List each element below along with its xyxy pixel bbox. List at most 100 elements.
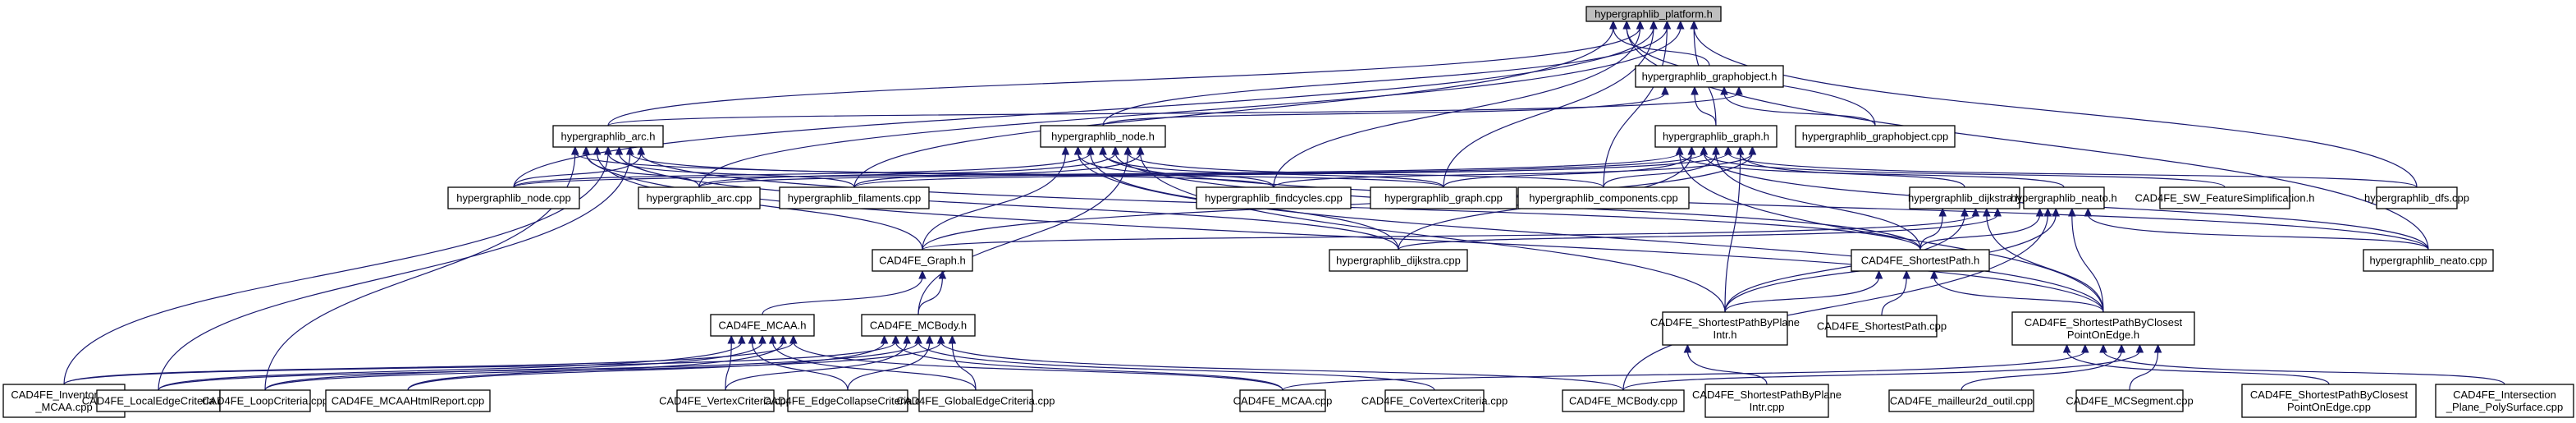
node-box xyxy=(676,389,775,412)
graph-node-components-cpp[interactable]: hypergraphlib_components.cpp xyxy=(1517,186,1690,209)
arrowhead-icon xyxy=(1691,85,1699,95)
dependency-edge xyxy=(2102,350,2505,385)
dependency-edge xyxy=(751,341,849,391)
dependency-edge xyxy=(264,341,942,391)
graph-node-arc-cpp[interactable]: hypergraphlib_arc.cpp xyxy=(638,186,761,209)
arrowhead-icon xyxy=(1690,20,1698,30)
arrowhead-icon xyxy=(1961,207,1969,217)
node-label: hypergraphlib_graphobject.cpp xyxy=(1802,131,1949,143)
node-label: CAD4FE_ShortestPath.cpp xyxy=(1817,320,1947,333)
arrowhead-icon xyxy=(748,334,757,344)
node-box xyxy=(2011,311,2195,346)
graph-node-mailleur-cpp[interactable]: CAD4FE_mailleur2d_outil.cpp xyxy=(1888,389,2034,412)
node-label: CAD4FE_MCAAHtmlReport.cpp xyxy=(332,395,484,407)
dependency-edge xyxy=(2066,350,2330,385)
node-box xyxy=(710,314,815,337)
node-box xyxy=(1239,389,1326,412)
dependency-edge xyxy=(951,341,977,391)
arrowhead-icon xyxy=(2135,343,2144,353)
dependency-edge xyxy=(513,152,642,188)
graph-node-dijkstra-h[interactable]: hypergraphlib_dijkstra.h xyxy=(1908,186,2021,209)
graph-node-shortestpath-h[interactable]: CAD4FE_ShortestPath.h xyxy=(1851,249,1990,272)
node-label: hypergraphlib_node.h xyxy=(1051,131,1155,143)
dependency-edge xyxy=(1078,152,2104,313)
graph-node-mcsegment-cpp[interactable]: CAD4FE_MCSegment.cpp xyxy=(2066,389,2194,412)
graph-node-cad-graph-h[interactable]: CAD4FE_Graph.h xyxy=(872,249,973,272)
node-label: CAD4FE_InventorText xyxy=(11,389,117,401)
node-label: CAD4FE_MCBody.cpp xyxy=(1569,395,1677,407)
node-box xyxy=(447,186,580,209)
node-label: CAD4FE_MCAA.h xyxy=(719,320,807,332)
node-label: CAD4FE_VertexCriteria.cpp xyxy=(659,395,792,407)
graph-node-loop-cpp[interactable]: CAD4FE_LoopCriteria.cpp xyxy=(202,389,328,412)
graph-node-mcaahtml-cpp[interactable]: CAD4FE_MCAAHtmlReport.cpp xyxy=(325,389,491,412)
graph-node-graph-cpp[interactable]: hypergraphlib_graph.cpp xyxy=(1370,186,1517,209)
graph-node-mcaa-cpp[interactable]: CAD4FE_MCAA.cpp xyxy=(1233,389,1333,412)
graph-node-spbyclosest-cpp[interactable]: CAD4FE_ShortestPathByClosestPointOnEdge.… xyxy=(2241,384,2417,418)
graph-node-shortestpath-cpp[interactable]: CAD4FE_ShortestPath.cpp xyxy=(1817,315,1947,338)
dependency-edge xyxy=(917,152,1128,315)
node-box xyxy=(1851,249,1990,272)
arrowhead-icon xyxy=(593,145,602,155)
node-label: CAD4FE_EdgeCollapseCriteria.cpp xyxy=(763,395,932,407)
graph-node-mcbody-h[interactable]: CAD4FE_MCBody.h xyxy=(861,314,976,337)
dependency-edge xyxy=(2071,214,2104,313)
node-box xyxy=(1329,249,1468,272)
arrowhead-icon xyxy=(571,145,579,155)
graph-node-mcbody-cpp[interactable]: CAD4FE_MCBody.cpp xyxy=(1562,389,1685,412)
dependency-edge xyxy=(1727,152,2418,188)
dependency-edge xyxy=(1933,276,2104,313)
node-box xyxy=(2159,186,2290,209)
arrowhead-icon xyxy=(1622,20,1631,30)
graph-node-mcaa-h[interactable]: CAD4FE_MCAA.h xyxy=(710,314,815,337)
node-box xyxy=(638,186,761,209)
node-box xyxy=(219,389,311,412)
node-label: hypergraphlib_findcycles.cpp xyxy=(1205,192,1343,205)
graph-node-graphobject-cpp[interactable]: hypergraphlib_graphobject.cpp xyxy=(1795,125,1956,148)
graph-node-graphobject-h[interactable]: hypergraphlib_graphobject.h xyxy=(1635,65,1784,88)
dependency-edge xyxy=(1724,214,1965,313)
dependency-edge xyxy=(1919,214,1943,251)
graph-node-node-h[interactable]: hypergraphlib_node.h xyxy=(1040,125,1166,148)
node-label: CAD4FE_MCAA.cpp xyxy=(1233,395,1333,407)
dependency-edge xyxy=(1102,92,1666,126)
node-box xyxy=(1635,65,1784,88)
graph-node-neato-h[interactable]: hypergraphlib_neato.h xyxy=(2011,186,2117,209)
graph-node-featsimp-h[interactable]: CAD4FE_SW_FeatureSimplification.h xyxy=(2135,186,2315,209)
graph-node-neato-cpp[interactable]: hypergraphlib_neato.cpp xyxy=(2363,249,2494,272)
arrowhead-icon xyxy=(1136,145,1145,155)
graph-node-dijkstra-cpp[interactable]: hypergraphlib_dijkstra.cpp xyxy=(1329,249,1468,272)
graph-node-filaments-cpp[interactable]: hypergraphlib_filaments.cpp xyxy=(779,186,930,209)
graph-node-dfs-cpp[interactable]: hypergraphlib_dfs.cpp xyxy=(2364,186,2469,209)
dependency-edge xyxy=(1102,26,1668,126)
arrowhead-icon xyxy=(1636,20,1645,30)
arrowhead-icon xyxy=(2117,343,2125,353)
node-label: CAD4FE_LoopCriteria.cpp xyxy=(202,395,328,407)
graph-node-covertex-cpp[interactable]: CAD4FE_CoVertexCriteria.cpp xyxy=(1361,389,1508,412)
graph-node-node-cpp[interactable]: hypergraphlib_node.cpp xyxy=(447,186,580,209)
graph-node-findcycles-cpp[interactable]: hypergraphlib_findcycles.cpp xyxy=(1196,186,1352,209)
graph-node-globaledge-cpp[interactable]: CAD4FE_GlobalEdgeCriteria.cpp xyxy=(897,389,1055,412)
graph-node-edgecollapse-cpp[interactable]: CAD4FE_EdgeCollapseCriteria.cpp xyxy=(763,389,932,412)
dependency-edge xyxy=(1723,92,1876,126)
graph-node-platform[interactable]: hypergraphlib_platform.h xyxy=(1585,6,1722,22)
graph-node-arc-h[interactable]: hypergraphlib_arc.h xyxy=(552,125,664,148)
arrowhead-icon xyxy=(936,334,945,344)
node-label: CAD4FE_MCSegment.cpp xyxy=(2066,395,2193,407)
dependency-edge xyxy=(853,152,1142,188)
dependency-edge xyxy=(1703,152,2226,188)
graph-node-spbyclosest-h[interactable]: CAD4FE_ShortestPathByClosestPointOnEdge.… xyxy=(2011,311,2195,346)
dependency-edge xyxy=(922,152,1066,251)
arrowhead-icon xyxy=(1687,145,1696,155)
node-label: Intr.cpp xyxy=(1750,401,1785,413)
graph-node-vertex-cpp[interactable]: CAD4FE_VertexCriteria.cpp xyxy=(659,389,792,412)
graph-node-intersection-cpp[interactable]: CAD4FE_Intersection_Plane_PolySurface.cp… xyxy=(2435,384,2574,418)
arrowhead-icon xyxy=(2052,207,2060,217)
graph-node-graph-h[interactable]: hypergraphlib_graph.h xyxy=(1654,125,1778,148)
node-label: Intr.h xyxy=(1714,329,1737,341)
node-label: CAD4FE_MCBody.h xyxy=(870,320,967,332)
dependency-edge xyxy=(847,341,931,391)
